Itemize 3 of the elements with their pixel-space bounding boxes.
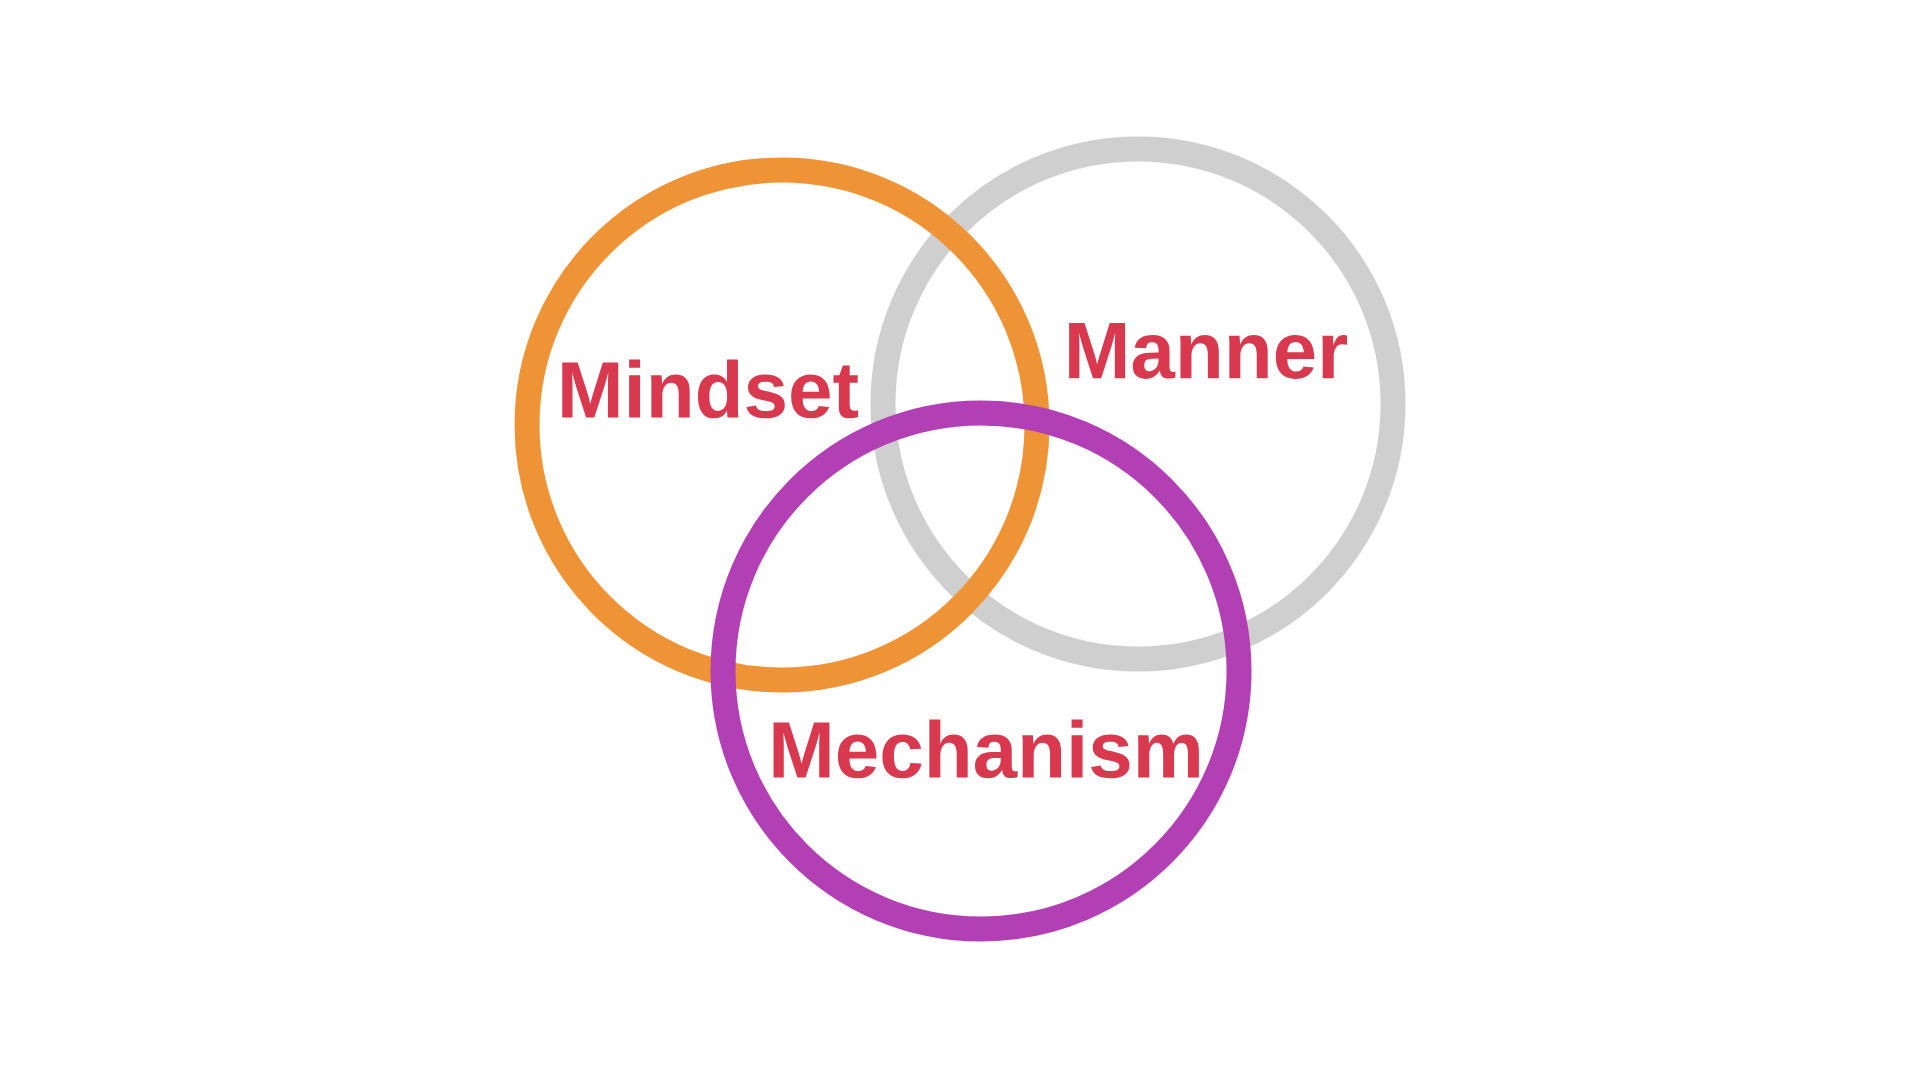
circle-label: Mindset [562,359,859,419]
circle-label: Manner [1069,323,1348,379]
circle-label: Mechanism [773,719,1199,779]
